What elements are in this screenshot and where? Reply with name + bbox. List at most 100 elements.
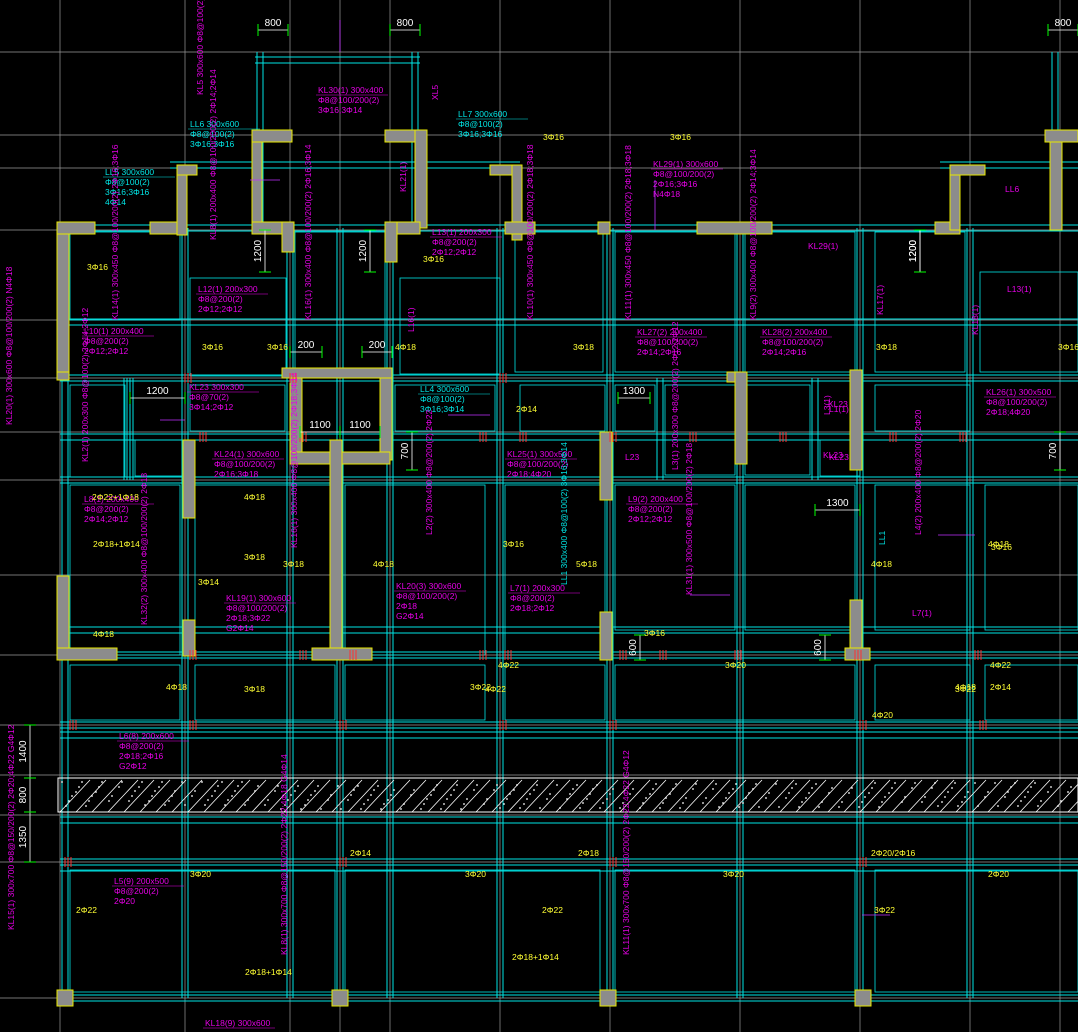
rebar-label: 3Φ16 (503, 539, 524, 549)
rebar-label: 2Φ20/2Φ16 (871, 848, 916, 858)
beam-label-line: L5(9) 200x500 (114, 876, 169, 886)
hatch-speck (937, 805, 939, 807)
hatch-stroke (939, 779, 971, 813)
hatch-stroke (539, 779, 571, 813)
dimension-text: 200 (298, 340, 315, 351)
hatch-speck (579, 807, 581, 809)
dimension-text: 1100 (349, 420, 371, 431)
hatch-stroke (155, 779, 187, 813)
hatch-stroke (651, 779, 683, 813)
hatch-stroke (219, 779, 251, 813)
beam-label-line: Φ8@70(2) (189, 392, 229, 402)
shear-wall-segment (504, 221, 536, 235)
hatch-speck (486, 798, 488, 800)
beam-outline (69, 484, 181, 656)
hatch-speck (499, 807, 501, 809)
shear-wall-segment (599, 611, 613, 661)
vertical-beam-label: LL1 300x400 Φ8@100(2) 3Φ16;3Φ14 (559, 442, 569, 585)
hatch-speck (801, 801, 803, 803)
beam-label-line: Φ8@100/200(2) (226, 603, 287, 613)
hatch-speck (748, 792, 750, 794)
hatch-speck (61, 781, 63, 783)
hatch-stroke (427, 779, 459, 813)
beam-label-line: 2Φ18;4Φ20 (986, 407, 1031, 417)
hatch-stroke (763, 779, 795, 813)
hatch-speck (121, 781, 123, 783)
hatch-stroke (795, 779, 827, 813)
rebar-label: 3Φ18 (244, 552, 265, 562)
beam-label-line: KL23 300x300 (189, 382, 244, 392)
hatch-stroke (267, 779, 299, 813)
beam-outline (344, 869, 601, 993)
hatch-speck (347, 799, 349, 801)
hatch-stroke (507, 779, 539, 813)
rebar-label: 4Φ18 (988, 539, 1009, 549)
beam-label-line: Φ8@100/200(2) (637, 337, 698, 347)
hatch-speck (609, 793, 611, 795)
vertical-beam-label: KL32(2) 300x400 Φ8@100/200(2) 2Φ18 (139, 473, 149, 625)
hatch-stroke (347, 779, 379, 813)
hatch-stroke (987, 779, 1019, 813)
hatch-speck (878, 806, 880, 808)
beam-label-line: Φ8@100(2) (420, 394, 465, 404)
hatch-speck (168, 800, 170, 802)
hatch-speck (128, 800, 130, 802)
hatch-speck (795, 783, 797, 785)
beam-outline (874, 664, 971, 721)
hatch-speck (267, 799, 269, 801)
hatch-speck (702, 802, 704, 804)
beam-label-line: 2Φ18;3Φ22 (226, 613, 271, 623)
hatched-band (57, 777, 1078, 813)
hatch-stroke (811, 779, 843, 813)
beam-label-line: L6(8) 200x600 (119, 731, 174, 741)
hatch-speck (775, 783, 777, 785)
hatch-speck (705, 797, 707, 799)
hatch-speck (294, 790, 296, 792)
hatch-speck (592, 788, 594, 790)
hatch-stroke (843, 779, 875, 813)
beam-outline (614, 384, 656, 432)
beam-label-line: KL29(1) 300x600 (653, 159, 718, 169)
hatch-stroke (91, 779, 123, 813)
dimension-text: 1300 (826, 498, 849, 509)
rebar-label: 4Φ18 (244, 492, 265, 502)
hatch-speck (373, 789, 375, 791)
rebar-label: 2Φ18+1Φ14 (512, 952, 559, 962)
hatch-speck (629, 793, 631, 795)
beam-outline (189, 277, 287, 377)
small-beam-label: KL29(1) (808, 241, 838, 251)
beam-outline (744, 231, 856, 373)
beam-label-line: 2Φ16;3Φ16 (653, 179, 698, 189)
small-beam-label: KL23 (823, 450, 843, 460)
hatch-speck (725, 797, 727, 799)
hatch-stroke (683, 779, 715, 813)
dimension-text: 1300 (623, 386, 646, 397)
rebar-label: 3Φ20 (723, 869, 744, 879)
rebar-label: 3Φ16 (1058, 342, 1078, 352)
hatch-speck (88, 800, 90, 802)
small-beam-label: L1(1) (829, 404, 849, 414)
hatch-stroke (587, 779, 619, 813)
hatch-speck (934, 782, 936, 784)
vertical-beam-label: KL11(1) 300x450 Φ8@100/200(2) 2Φ18;3Φ18 (623, 145, 633, 320)
dimension-text: 800 (1055, 18, 1072, 29)
beam-label-line: 4Φ14 (105, 197, 126, 207)
vertical-beam-label: KL17(1) (875, 285, 885, 315)
dimension-text: 200 (369, 340, 386, 351)
hatch-speck (848, 792, 850, 794)
hatch-speck (383, 803, 385, 805)
hatch-speck (722, 802, 724, 804)
hatch-speck (921, 801, 923, 803)
beam-label-line: 2Φ18 (396, 601, 417, 611)
hatch-speck (655, 783, 657, 785)
dimension-text: 800 (265, 18, 282, 29)
rebar-label: 4Φ20 (872, 710, 893, 720)
beam-label-line: G2Φ14 (396, 611, 424, 621)
hatch-speck (1004, 796, 1006, 798)
rebar-label: 4Φ18 (166, 682, 187, 692)
beam-label-line: 3Φ16;3Φ16 (105, 187, 150, 197)
hatch-speck (1017, 805, 1019, 807)
hatch-border (57, 777, 1078, 813)
